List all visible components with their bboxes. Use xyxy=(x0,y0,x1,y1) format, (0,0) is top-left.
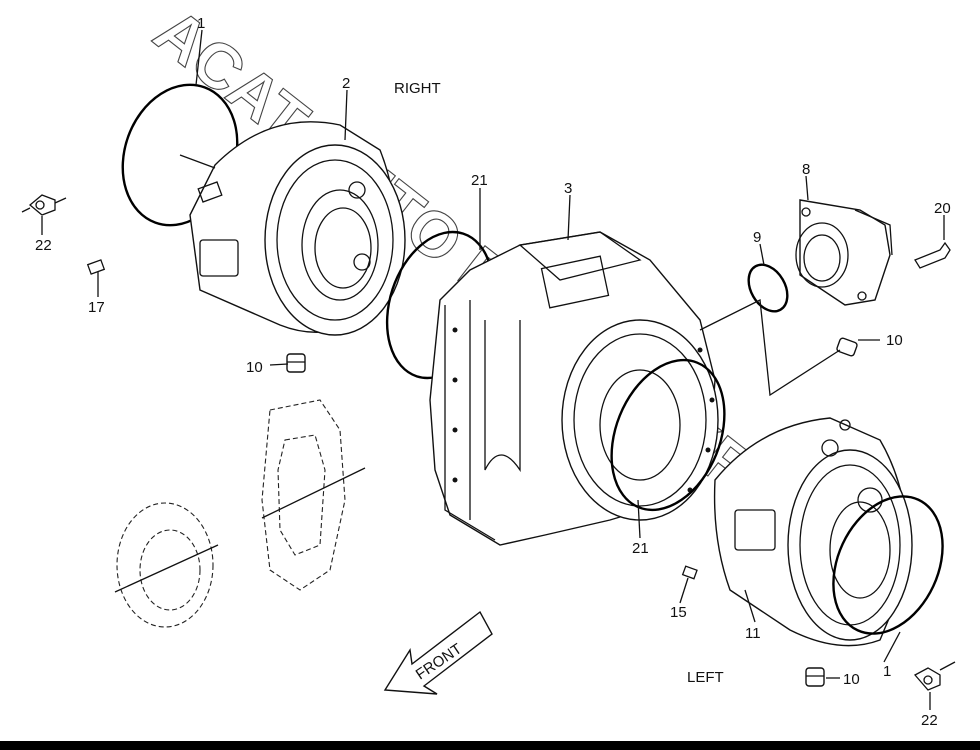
callout-21-lower: 21 xyxy=(632,540,649,557)
callout-17: 17 xyxy=(88,299,105,316)
plug-22-top xyxy=(21,194,67,216)
phantom-gasket-left xyxy=(114,502,219,628)
left-housing xyxy=(713,417,913,647)
o-ring-9 xyxy=(747,263,789,313)
phantom-gasket-center xyxy=(261,399,366,591)
callout-22-top: 22 xyxy=(35,237,52,254)
screw-17 xyxy=(86,259,106,275)
leader-lines xyxy=(41,29,945,710)
callout-1-top: 1 xyxy=(197,15,205,32)
o-ring-bottom xyxy=(832,495,944,635)
callout-9: 9 xyxy=(753,229,761,246)
plug-10-right xyxy=(836,337,858,357)
flange-cover xyxy=(795,199,893,306)
right-side-label: RIGHT xyxy=(394,80,441,97)
callout-1-bottom: 1 xyxy=(883,663,891,680)
callout-20: 20 xyxy=(934,200,951,217)
callout-8: 8 xyxy=(802,161,810,178)
screw-15 xyxy=(681,565,698,580)
plug-10-top xyxy=(286,353,306,373)
right-housing xyxy=(179,121,406,336)
callout-10-bottom: 10 xyxy=(843,671,860,688)
callout-10-right: 10 xyxy=(886,332,903,349)
callout-10-top: 10 xyxy=(246,359,263,376)
callout-21-upper: 21 xyxy=(471,172,488,189)
bottom-bar xyxy=(0,741,980,750)
callout-11: 11 xyxy=(745,625,761,642)
callout-22-bottom: 22 xyxy=(921,712,938,729)
callout-15: 15 xyxy=(670,604,687,621)
front-arrow: FRONT xyxy=(383,610,493,695)
plug-22-bottom xyxy=(913,661,956,691)
callout-3: 3 xyxy=(564,180,572,197)
left-side-label: LEFT xyxy=(687,669,724,686)
center-housing xyxy=(429,231,719,546)
bolt-20 xyxy=(914,241,951,269)
plug-10-bottom xyxy=(805,667,825,687)
callout-2: 2 xyxy=(342,75,350,92)
